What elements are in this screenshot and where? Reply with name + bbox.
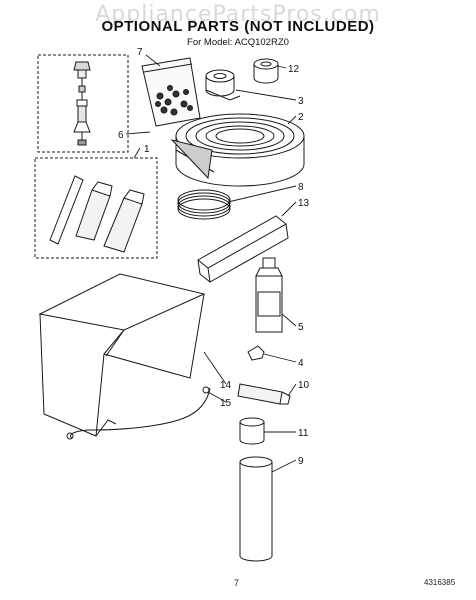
- wire-coil-drawing: [177, 189, 231, 220]
- bottle-drawing: [255, 257, 283, 333]
- page-number: 7: [234, 578, 240, 588]
- small-tube-drawing: [237, 383, 291, 405]
- cord-drawing: [66, 386, 211, 440]
- tape-roll-drawing: [253, 58, 279, 84]
- callout-6: 6: [118, 130, 124, 141]
- callout-10: 10: [298, 380, 310, 391]
- callout-3: 3: [298, 96, 304, 107]
- valve-assembly-drawing: [73, 61, 91, 146]
- cover-drawing: [38, 273, 206, 437]
- hardware-bag-drawing: [141, 57, 201, 127]
- callout-9: 9: [298, 456, 304, 467]
- callout-8: 8: [298, 182, 304, 193]
- dashed-box-part-6: [37, 54, 129, 153]
- foam-strip-drawing: [197, 215, 289, 283]
- tubes-kit-drawing: [49, 175, 145, 253]
- sleeve-drawing: [239, 417, 265, 445]
- callout-13: 13: [298, 198, 310, 209]
- callout-5: 5: [298, 322, 304, 333]
- model-subtitle: For Model: ACQ102RZ0: [187, 37, 289, 48]
- watermark-text: AppliancePartsPros.com: [95, 2, 381, 27]
- callout-14: 14: [220, 380, 232, 391]
- foam-tape-roll-drawing: [170, 113, 305, 187]
- callout-7: 7: [137, 47, 143, 58]
- page-title: OPTIONAL PARTS (NOT INCLUDED): [101, 18, 375, 35]
- document-number: 4316385: [424, 578, 456, 587]
- callout-4: 4: [298, 358, 304, 369]
- dashed-box-part-1: [34, 157, 158, 259]
- leader-lines: [125, 54, 297, 473]
- callout-12: 12: [288, 64, 300, 75]
- small-cap-drawing: [247, 345, 265, 361]
- callout-1: 1: [144, 144, 150, 155]
- small-tape-roll-drawing: [205, 69, 241, 101]
- cylinder-drawing: [239, 456, 273, 562]
- callout-11: 11: [298, 428, 309, 439]
- callout-2: 2: [298, 112, 304, 123]
- callout-15: 15: [220, 398, 232, 409]
